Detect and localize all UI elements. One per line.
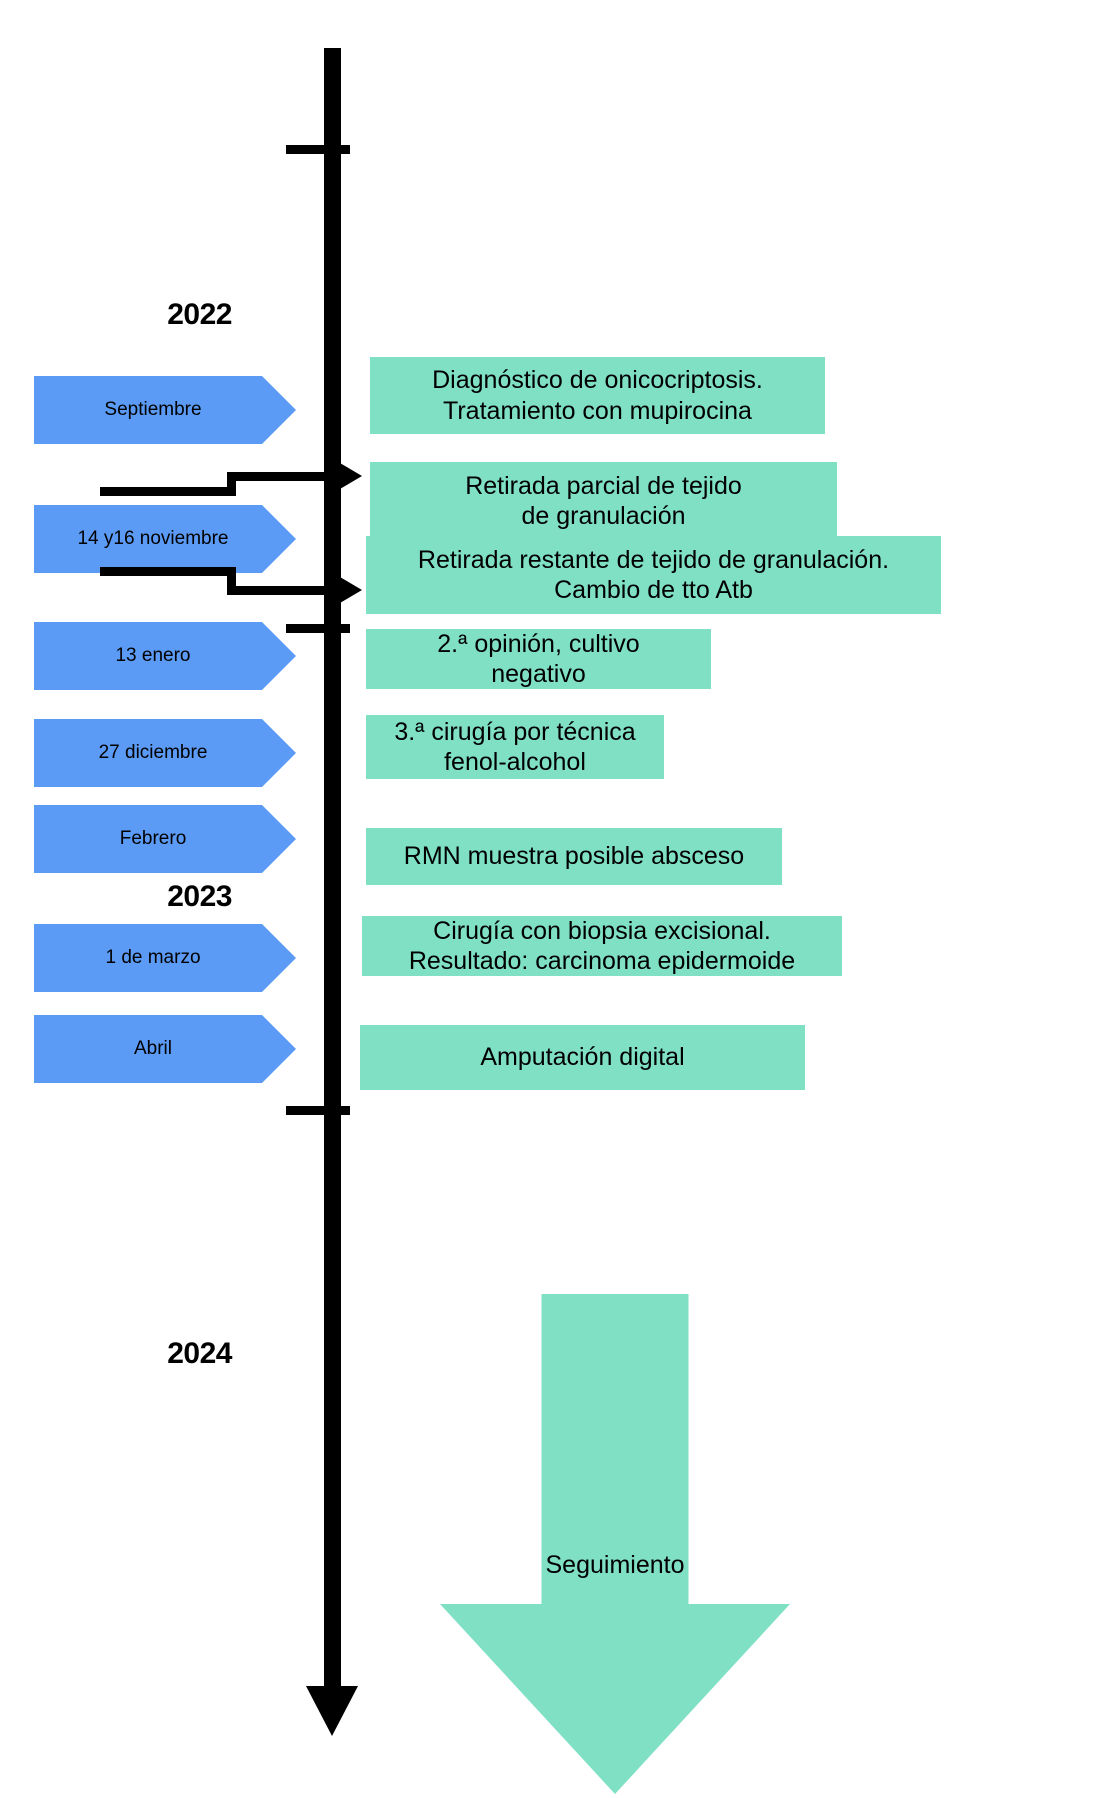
event-box-text: Retirada restante de tejido de granulaci… [417,545,890,605]
event-box-text: 3.ª cirugía por técnica fenol-alcohol [394,717,636,777]
year-label-2023: 2023 [167,880,232,913]
noviembre-down-connector-vbar [227,567,236,594]
date-chevron-1[interactable]: 14 y16 noviembre [34,505,296,573]
noviembre-up-connector-vbar [227,472,236,496]
event-box-7[interactable]: Amputación digital [360,1025,805,1090]
event-box-text: Diagnóstico de onicocriptosis. Tratamien… [432,366,763,425]
event-box-4[interactable]: 3.ª cirugía por técnica fenol-alcohol [366,715,664,779]
date-chevron-6[interactable]: Abril [34,1015,296,1083]
event-box-6[interactable]: Cirugía con biopsia excisional. Resultad… [362,916,842,976]
timeline-tick-2 [286,1106,350,1115]
event-box-2[interactable]: Retirada restante de tejido de granulaci… [366,536,941,614]
timeline-tick-0 [286,145,350,154]
timeline-axis-arrowhead-icon [306,1686,358,1736]
date-chevron-label: 13 enero [115,644,191,666]
event-box-text: Retirada parcial de tejido de granulació… [465,471,742,531]
noviembre-down-connector-arrow-right-icon [340,577,362,603]
date-chevron-0[interactable]: Septiembre [34,376,296,444]
event-box-text: Amputación digital [480,1043,685,1072]
date-chevron-label: 14 y16 noviembre [77,527,229,549]
date-chevron-label: Abril [133,1037,172,1059]
followup-label: Seguimiento [545,1551,685,1579]
timeline-axis-shaft [324,48,341,1688]
event-box-0[interactable]: Diagnóstico de onicocriptosis. Tratamien… [370,357,825,434]
event-box-1[interactable]: Retirada parcial de tejido de granulació… [370,462,837,540]
noviembre-down-connector-hbar [100,567,236,576]
noviembre-up-connector-hbar [100,487,236,496]
date-chevron-label: Febrero [119,827,187,849]
date-chevron-label: Septiembre [104,398,202,420]
date-chevron-2[interactable]: 13 enero [34,622,296,690]
event-box-text: RMN muestra posible absceso [403,842,745,871]
event-box-text: Cirugía con biopsia excisional. Resultad… [408,916,796,976]
event-box-5[interactable]: RMN muestra posible absceso [366,828,782,885]
noviembre-up-connector-arrow-right-icon [340,463,362,489]
timeline-tick-1 [286,624,350,633]
date-chevron-label: 1 de marzo [105,946,201,968]
year-label-2024: 2024 [167,1337,232,1370]
followup-down-arrow: Seguimiento [440,1294,790,1794]
date-chevron-3[interactable]: 27 diciembre [34,719,296,787]
date-chevron-5[interactable]: 1 de marzo [34,924,296,992]
noviembre-up-connector-hbar2 [227,472,347,481]
event-box-3[interactable]: 2.ª opinión, cultivo negativo [366,629,711,689]
year-label-2022: 2022 [167,298,232,331]
event-box-text: 2.ª opinión, cultivo negativo [437,629,640,689]
noviembre-down-connector-hbar2 [227,586,347,595]
followup-arrow-shape [440,1294,790,1794]
date-chevron-label: 27 diciembre [98,741,208,763]
date-chevron-4[interactable]: Febrero [34,805,296,873]
